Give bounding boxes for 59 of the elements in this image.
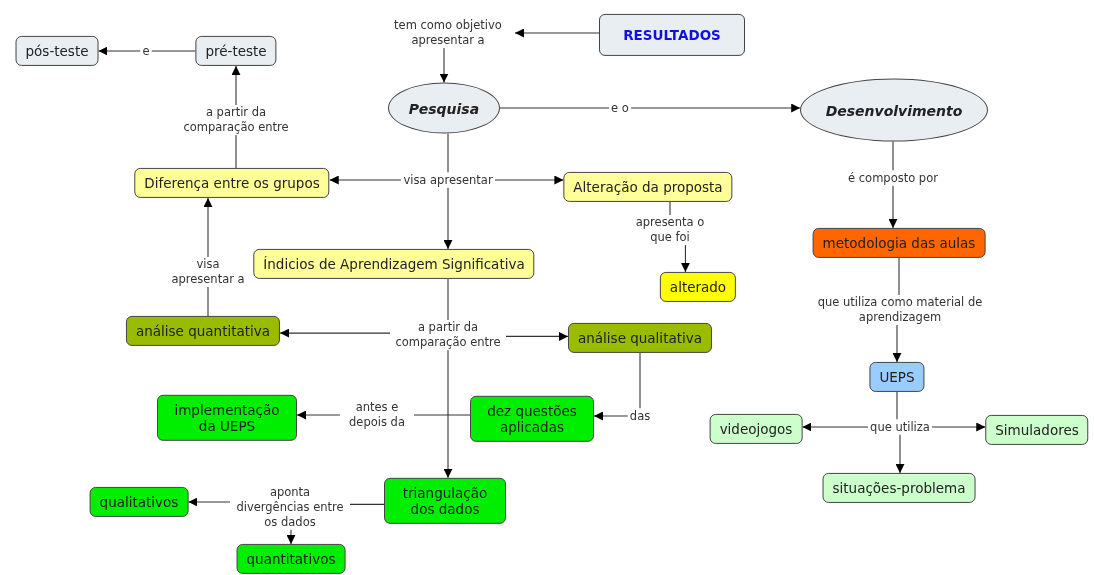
concept-box: dez questões aplicadas	[470, 395, 594, 443]
arrow	[801, 422, 869, 432]
concept-box: UEPS	[869, 361, 925, 393]
connector-line	[669, 201, 671, 216]
linking-phrase: é composto por	[846, 170, 940, 186]
connector-line	[499, 107, 610, 109]
arrow	[443, 349, 453, 479]
connector-line	[896, 391, 898, 421]
arrow	[630, 103, 801, 113]
concept-box: metodologia das aulas	[812, 227, 986, 259]
arrow	[203, 197, 213, 258]
arrow	[286, 528, 296, 545]
concept-box: alterado	[659, 271, 737, 303]
connector-line	[151, 50, 196, 52]
arrow	[97, 46, 141, 56]
connector-line	[898, 257, 900, 296]
arrow	[888, 184, 898, 229]
linking-phrase: que utiliza	[868, 419, 932, 435]
concept-box: Diferença entre os grupos	[134, 167, 330, 199]
arrow	[494, 175, 564, 185]
arrow	[279, 328, 391, 338]
concept-box: Simuladores	[985, 414, 1089, 446]
connector-line	[639, 352, 641, 410]
connector-line	[235, 134, 237, 169]
connector-line	[207, 286, 209, 317]
connector-line	[349, 503, 385, 505]
concept-ellipse: Pesquisa	[388, 82, 500, 134]
connector-line	[892, 140, 894, 172]
concept-box: qualitativos	[89, 486, 189, 518]
arrow	[895, 433, 905, 474]
concept-box: quantitativos	[236, 543, 346, 575]
concept-box: RESULTADOS	[599, 13, 745, 57]
arrow	[593, 411, 629, 421]
arrow	[931, 422, 986, 432]
connector-line	[447, 132, 449, 174]
connector-line	[447, 278, 449, 321]
concept-box: Índicios de Aprendizagem Significativa	[253, 248, 535, 280]
arrow	[514, 28, 600, 38]
arrow	[296, 410, 341, 420]
concept-box: situações-problema	[822, 472, 976, 504]
arrow	[187, 497, 231, 507]
concept-ellipse: Desenvolvimento	[800, 78, 988, 142]
arrow	[505, 331, 569, 341]
arrow	[443, 186, 453, 250]
linking-phrase: visa apresentar	[401, 172, 495, 188]
concept-box: pré-teste	[195, 35, 277, 67]
arrow	[680, 244, 690, 273]
concept-box: Alteração da proposta	[563, 171, 733, 203]
arrow	[329, 175, 402, 185]
concept-box: análise quantitativa	[125, 315, 281, 347]
concept-box: implementação da UEPS	[157, 394, 297, 442]
concept-box: triangulação dos dados	[384, 477, 506, 525]
arrow	[439, 47, 449, 84]
concept-box: análise qualitativa	[568, 322, 712, 354]
connector-line	[413, 414, 471, 416]
concept-box: pós-teste	[15, 35, 99, 67]
arrow	[892, 324, 902, 363]
arrow	[231, 65, 241, 106]
concept-box: videojogos	[709, 413, 803, 445]
